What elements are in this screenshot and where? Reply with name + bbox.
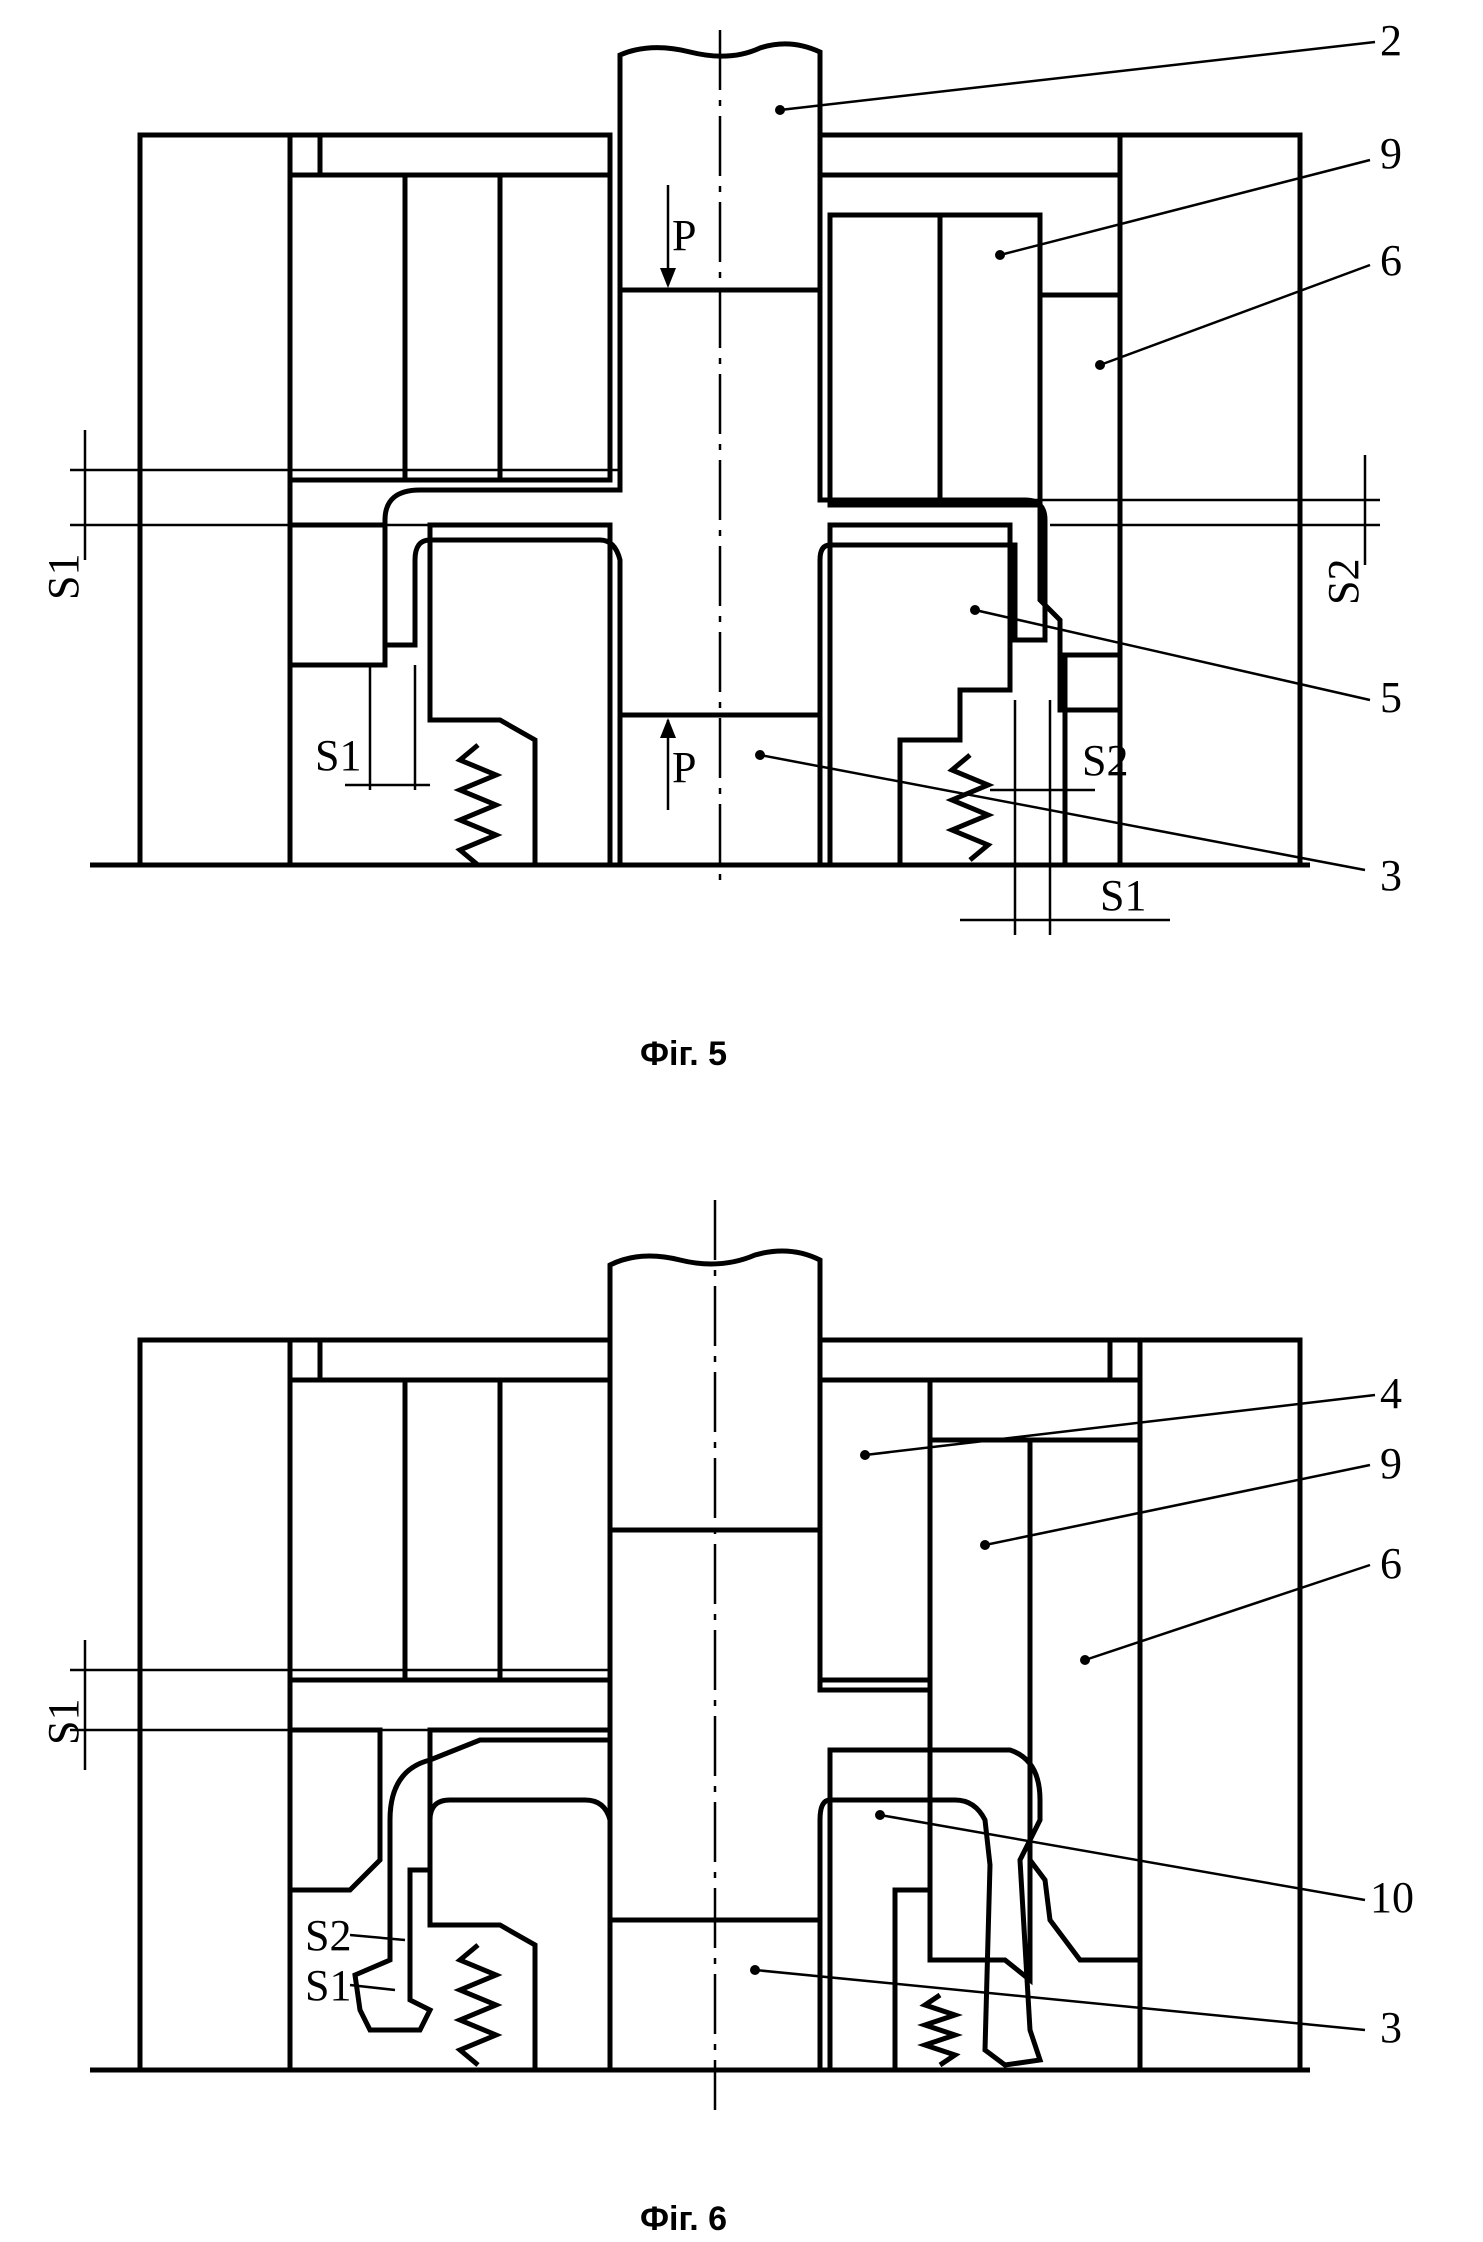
die-lower-left-a: [287, 1727, 383, 1893]
caption-fig-5: Фіг. 5: [640, 1035, 727, 1073]
spring-left: [453, 743, 503, 867]
label-p-bottom: P: [672, 743, 696, 792]
top-plate-left: [287, 132, 613, 178]
label-6: 6: [1380, 1539, 1402, 1588]
figure-5: 2 9 6 5 3 S1 S2 S1 S2 S1 P P Фіг. 5: [39, 16, 1402, 1073]
die-upper-right-b: [937, 212, 1043, 508]
label-s1-left: S1: [39, 1699, 88, 1745]
housing-right: [1137, 1337, 1303, 2073]
workpiece: [382, 287, 1048, 718]
die-lower-left-b: [427, 1727, 613, 2073]
punch-top: [607, 1248, 823, 1533]
label-4: 4: [1380, 1369, 1402, 1418]
label-6: 6: [1380, 236, 1402, 285]
spring-right: [917, 1992, 963, 2068]
die-9: [927, 1437, 1033, 1986]
label-s2-bottom: S2: [305, 1911, 351, 1960]
label-10: 10: [1370, 1873, 1414, 1922]
top-plate-left: [287, 1337, 613, 1383]
die-4: [817, 1377, 933, 1683]
housing-left: [137, 1337, 293, 2073]
label-s1-bottom-right: S1: [1100, 871, 1146, 920]
label-3: 3: [1380, 2003, 1402, 2052]
label-s2-bottom: S2: [1082, 736, 1128, 785]
label-p-top: P: [672, 211, 696, 260]
spring-right: [945, 753, 995, 862]
die-upper-right-a: [827, 212, 943, 508]
die-lower-left-b: [427, 522, 613, 868]
label-9: 9: [1380, 129, 1402, 178]
top-plate-right: [817, 1337, 1143, 1383]
punch-2: [617, 41, 823, 293]
die-upper-left-b: [402, 1377, 503, 1683]
die-upper-left-a: [287, 1377, 408, 1683]
housing-left: [137, 132, 293, 868]
label-2: 2: [1380, 16, 1402, 65]
label-s1-left: S1: [39, 554, 88, 600]
die-upper-left-a: [287, 172, 408, 483]
top-plate-right: [817, 132, 1123, 178]
workpiece: [352, 1527, 1044, 2068]
die-upper-left-b: [402, 172, 503, 483]
label-s2-right: S2: [1319, 559, 1368, 605]
die-upper-left-c: [497, 1377, 613, 1683]
die-6: [1027, 1437, 1143, 1963]
label-9: 9: [1380, 1439, 1402, 1488]
die-upper-left-c: [497, 172, 613, 483]
die-upper-right-c: [1037, 292, 1123, 713]
caption-fig-6: Фіг. 6: [640, 2200, 727, 2238]
label-s1-bottom: S1: [305, 1961, 351, 2010]
die-lower-left-a: [287, 522, 388, 668]
label-s1-bottom-left: S1: [315, 731, 361, 780]
figure-6: 4 9 6 10 3 S1 S2 S1 Фіг. 6: [39, 1200, 1414, 2238]
spring-left: [453, 1943, 503, 2067]
label-3: 3: [1380, 851, 1402, 900]
label-5: 5: [1380, 673, 1402, 722]
